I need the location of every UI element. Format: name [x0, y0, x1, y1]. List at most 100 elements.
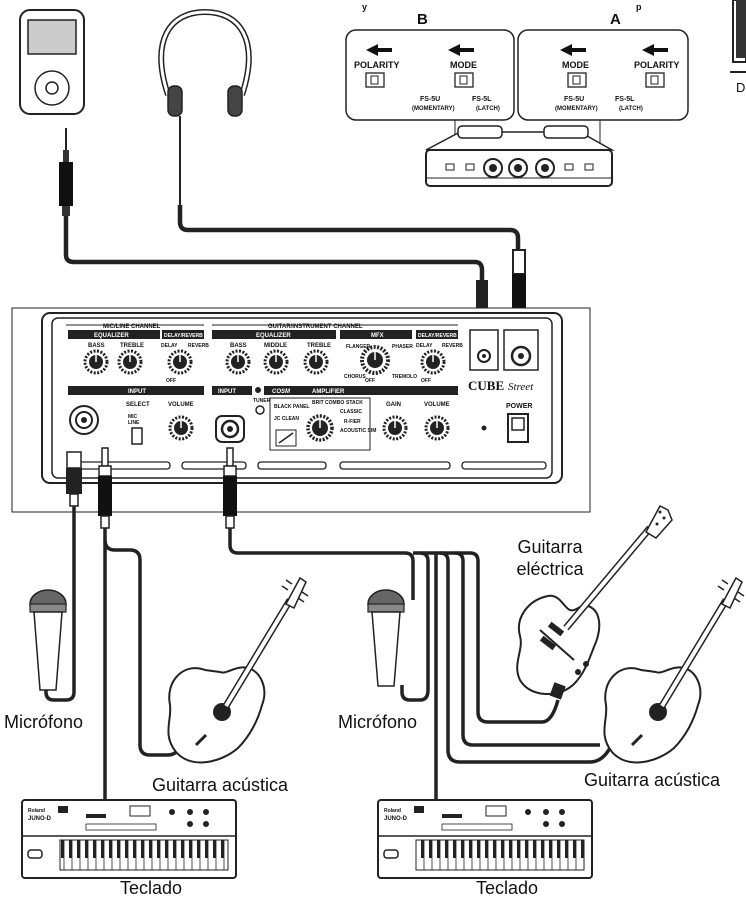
- xlr-plug-into-amp: [66, 451, 82, 507]
- keyboard-right-icon: Roland JUNO-D: [377, 799, 593, 879]
- mic-bass-label: BASS: [88, 343, 105, 349]
- mic-treble-knob[interactable]: [117, 349, 143, 375]
- microphone-left-icon: [29, 589, 67, 691]
- gtr-treble-knob[interactable]: [303, 349, 329, 375]
- mfx-label: MFX: [371, 333, 384, 339]
- unit-a-polarity-label: POLARITY: [634, 60, 680, 70]
- unit-a-fs5l: FS-5L: [615, 96, 635, 103]
- guitar-channel-label: GUITAR/INSTRUMENT CHANNEL: [268, 324, 363, 330]
- mic-select-switch[interactable]: [131, 427, 143, 445]
- unit-b-fs5l: FS-5L: [472, 96, 492, 103]
- label-keyboard-right: Teclado: [476, 878, 539, 898]
- label-acoustic-guitar-right: Guitarra acústica: [584, 770, 721, 790]
- cosm-label: COSM: [272, 389, 291, 395]
- gtr-volume-knob[interactable]: [424, 415, 450, 441]
- phones-output-jack[interactable]: [510, 345, 532, 367]
- mic-delay-reverb-knob[interactable]: [167, 349, 193, 375]
- keyboard-left-brand: Roland: [28, 808, 45, 814]
- gtr-off-label: OFF: [421, 378, 431, 384]
- power-led: [481, 425, 487, 431]
- gtr-middle-knob[interactable]: [263, 349, 289, 375]
- gtr-bass-knob[interactable]: [225, 349, 251, 375]
- top-cut-text-right: p: [636, 2, 642, 12]
- label-microphone-right: Micrófono: [338, 712, 418, 732]
- keyboard-left-model: JUNO-D: [28, 816, 52, 822]
- mic-treble-label: TREBLE: [120, 343, 144, 349]
- mfx-off-label: OFF: [365, 378, 375, 384]
- arrow-left-icon: [366, 44, 392, 56]
- keyboard-right-model: JUNO-D: [384, 816, 408, 822]
- amp-type-stack: STACK: [346, 400, 363, 406]
- amp-type-acoustic-sim: ACOUSTIC SIM: [340, 428, 376, 434]
- right-cut-letter: D: [736, 80, 745, 95]
- aux-input-jack[interactable]: [477, 349, 491, 363]
- tremolo-label: TREMOLO: [392, 374, 417, 380]
- brand-logo: CUBE: [468, 378, 504, 393]
- gtr-delay-label: DELAY: [416, 343, 433, 349]
- unit-b-polarity-label: POLARITY: [354, 60, 400, 70]
- gtr-bass-label: BASS: [230, 343, 247, 349]
- flanger-label: FLANGER: [346, 344, 371, 350]
- electric-guitar-icon: [516, 505, 673, 700]
- footswitch-device: [425, 125, 615, 187]
- select-label: SELECT: [126, 402, 150, 408]
- mic-bass-knob[interactable]: [83, 349, 109, 375]
- label-electric-guitar: Guitarra eléctrica: [516, 537, 584, 579]
- select-mic-label: MIC: [128, 414, 138, 420]
- unit-b-mode-label: MODE: [450, 60, 477, 70]
- gtr-reverb-label: REVERB: [442, 343, 463, 349]
- mfx-knob[interactable]: [360, 345, 390, 375]
- mic-volume-knob[interactable]: [168, 415, 194, 441]
- mic-volume-label: VOLUME: [168, 402, 194, 408]
- jack-plug-into-mic-channel: [98, 447, 112, 529]
- footswitch-jack: [535, 158, 555, 178]
- arrow-left-icon: [642, 44, 668, 56]
- mic-delay-label: DELAY: [161, 343, 178, 349]
- unit-a-fs5u: FS-5U: [564, 96, 584, 103]
- unit-b-fs5l-sub: (LATCH): [476, 106, 500, 112]
- guitar-input-jack[interactable]: [215, 415, 245, 443]
- mic-off-label: OFF: [166, 378, 176, 384]
- right-edge-partial-device: D: [730, 0, 746, 95]
- phaser-label: PHASER: [392, 344, 413, 350]
- mini-jack-plug: [59, 128, 73, 216]
- gain-label: GAIN: [386, 402, 401, 408]
- unit-a-mode-label: MODE: [562, 60, 589, 70]
- label-acoustic-guitar-left: Guitarra acústica: [152, 775, 289, 795]
- unit-a-fs5l-sub: (LATCH): [619, 106, 643, 112]
- microphone-right-icon: [367, 589, 405, 687]
- gain-knob[interactable]: [382, 415, 408, 441]
- amp-type-knob[interactable]: [306, 414, 334, 442]
- mic-combo-input-jack[interactable]: [69, 405, 99, 435]
- label-microphone-left: Micrófono: [4, 712, 84, 732]
- select-line-label: LINE: [128, 420, 140, 426]
- acoustic-guitar-left-icon: [167, 576, 309, 764]
- label-keyboard-left: Teclado: [120, 878, 183, 898]
- amp-type-rfier: R-FIER: [344, 419, 361, 425]
- amplifier-label: AMPLIFIER: [312, 389, 345, 395]
- top-cut-text: y: [362, 2, 367, 12]
- amp-type-classic: CLASSIC: [340, 409, 362, 415]
- mic-eq-label: EQUALIZER: [94, 333, 129, 339]
- gtr-volume-label: VOLUME: [424, 402, 450, 408]
- gtr-input-label: INPUT: [218, 389, 236, 395]
- mic-reverb-label: REVERB: [188, 343, 209, 349]
- footswitch-unit-b-panel: B POLARITY MODE FS-5U (MOMENTARY) FS-5L …: [345, 11, 515, 121]
- footswitch-unit-a-panel: A MODE POLARITY FS-5U (MOMENTARY) FS-5L …: [517, 11, 689, 121]
- mic-delay-reverb-label: DELAY/REVERB: [164, 333, 203, 339]
- tuner-led: [255, 405, 265, 415]
- amp-type-jc-clean: JC CLEAN: [274, 416, 299, 422]
- music-player-icon: [19, 9, 85, 115]
- amp-type-brit-combo: BRIT COMBO: [312, 400, 344, 406]
- headphones-icon: [158, 8, 252, 205]
- gtr-delay-reverb-label: DELAY/REVERB: [418, 333, 457, 339]
- tuner-label: TUNER: [253, 398, 271, 404]
- amp-type-black-panel: BLACK PANEL: [274, 404, 309, 410]
- brand-logo-script: Street: [508, 381, 534, 393]
- acoustic-guitar-right-icon: [603, 576, 745, 764]
- power-label: POWER: [506, 403, 532, 410]
- gtr-delay-reverb-knob[interactable]: [420, 349, 446, 375]
- unit-b-letter: B: [417, 11, 428, 28]
- gtr-middle-label: MIDDLE: [264, 343, 287, 349]
